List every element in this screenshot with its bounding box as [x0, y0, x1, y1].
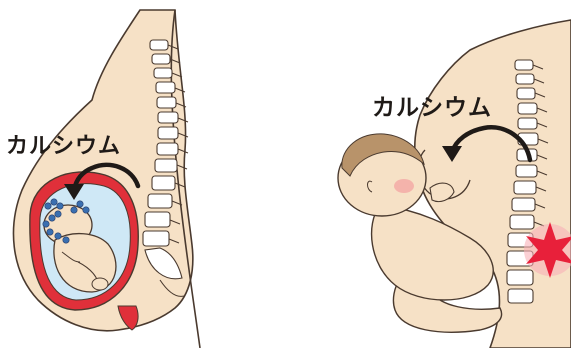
pregnant-figure [14, 10, 200, 348]
breastfeeding-calcium-label: カルシウム [372, 88, 492, 122]
baby-cheek [394, 179, 414, 193]
breastfeeding-figure [338, 20, 571, 348]
pregnancy-calcium-label: カルシウム [6, 128, 121, 160]
